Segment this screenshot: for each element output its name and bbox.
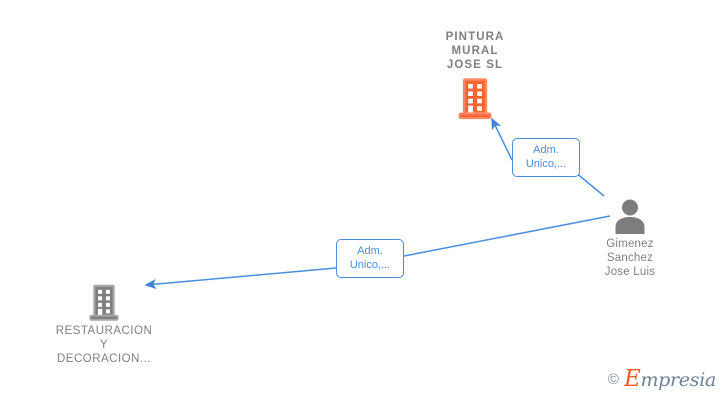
node-label-company-main: PINTURA MURAL JOSE SL <box>445 31 505 71</box>
building-icon-wrap <box>405 76 545 120</box>
edge-label-person-to-pintura[interactable]: Adm. Unico,... <box>512 138 580 177</box>
person-icon <box>615 199 645 234</box>
node-pintura-mural-jose-sl[interactable]: PINTURA MURAL JOSE SL <box>405 30 545 120</box>
brand-initial: E <box>623 366 641 392</box>
building-icon <box>89 284 119 321</box>
building-icon-wrap-secondary <box>36 284 172 322</box>
copyright-symbol: © <box>607 370 619 388</box>
node-label-person: Gimenez Sanchez Jose Luis <box>604 238 656 278</box>
watermark-empresia: © Empresia <box>608 366 716 392</box>
brand-name: Empresia <box>624 366 716 392</box>
person-icon-wrap <box>575 196 685 234</box>
node-restauracion-y-decoracion[interactable]: RESTAURACION Y DECORACION... <box>36 284 172 366</box>
edge-label-person-to-restauracion[interactable]: Adm. Unico,... <box>336 239 404 278</box>
node-gimenez-sanchez-jose-luis[interactable]: Gimenez Sanchez Jose Luis <box>575 196 685 279</box>
brand-rest: mpresia <box>640 369 716 391</box>
node-label-company-secondary: RESTAURACION Y DECORACION... <box>55 325 153 365</box>
building-icon <box>458 78 492 120</box>
